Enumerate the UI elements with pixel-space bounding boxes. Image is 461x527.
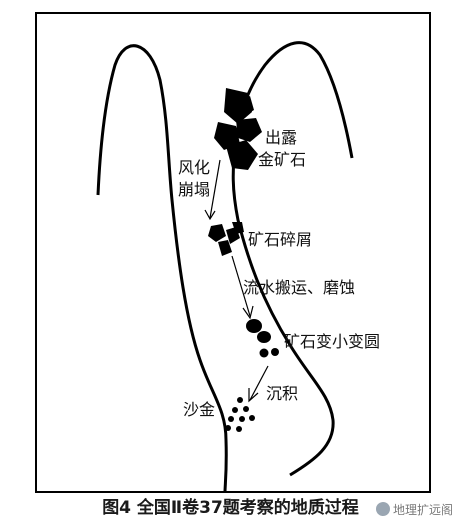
rounded-ore-1 bbox=[246, 319, 262, 333]
left-valley-wall bbox=[96, 44, 228, 493]
process-arrows bbox=[204, 159, 269, 403]
ore-block-3 bbox=[236, 118, 262, 142]
ore-fragments-cluster bbox=[208, 222, 244, 256]
label-ore-fragments: 矿石碎屑 bbox=[248, 230, 313, 249]
rounded-ore-2 bbox=[257, 331, 271, 343]
rounded-ore-4 bbox=[271, 348, 279, 356]
ore-block-5 bbox=[238, 96, 254, 116]
label-weathering-line2: 崩塌 bbox=[178, 180, 211, 199]
label-placer-gold: 沙金 bbox=[183, 400, 216, 419]
diagram-frame bbox=[35, 12, 431, 493]
ore-block-4 bbox=[226, 140, 258, 170]
rounded-ore-cluster bbox=[246, 319, 279, 358]
ore-block-2 bbox=[214, 122, 240, 150]
fragment-1 bbox=[208, 224, 226, 242]
placer-gold-dots bbox=[225, 397, 255, 432]
arrow-weathering bbox=[209, 159, 221, 219]
watermark: 地理扩远阁 bbox=[373, 499, 455, 519]
figure-caption: 图4 全国Ⅱ卷37题考察的地质过程 bbox=[102, 498, 359, 518]
arrow-deposition bbox=[249, 365, 269, 401]
rounded-ore-3 bbox=[259, 348, 269, 358]
label-exposed-ore-line2: 金矿石 bbox=[258, 150, 307, 169]
label-ore-smaller-rounder: 矿石变小变圆 bbox=[284, 332, 381, 351]
wechat-logo-icon bbox=[375, 502, 390, 516]
label-exposed-ore-line1: 出露 bbox=[265, 128, 298, 147]
label-water-transport: 流水搬运、磨蚀 bbox=[243, 278, 356, 297]
label-weathering-line1: 风化 bbox=[178, 158, 211, 177]
watermark-text: 地理扩远阁 bbox=[392, 502, 453, 517]
fragment-3 bbox=[218, 240, 232, 256]
label-deposition: 沉积 bbox=[266, 384, 299, 403]
right-valley-wall bbox=[231, 41, 354, 477]
exposed-gold-ore bbox=[214, 88, 262, 170]
arrow-transport bbox=[231, 255, 251, 317]
fragment-4 bbox=[232, 222, 244, 234]
